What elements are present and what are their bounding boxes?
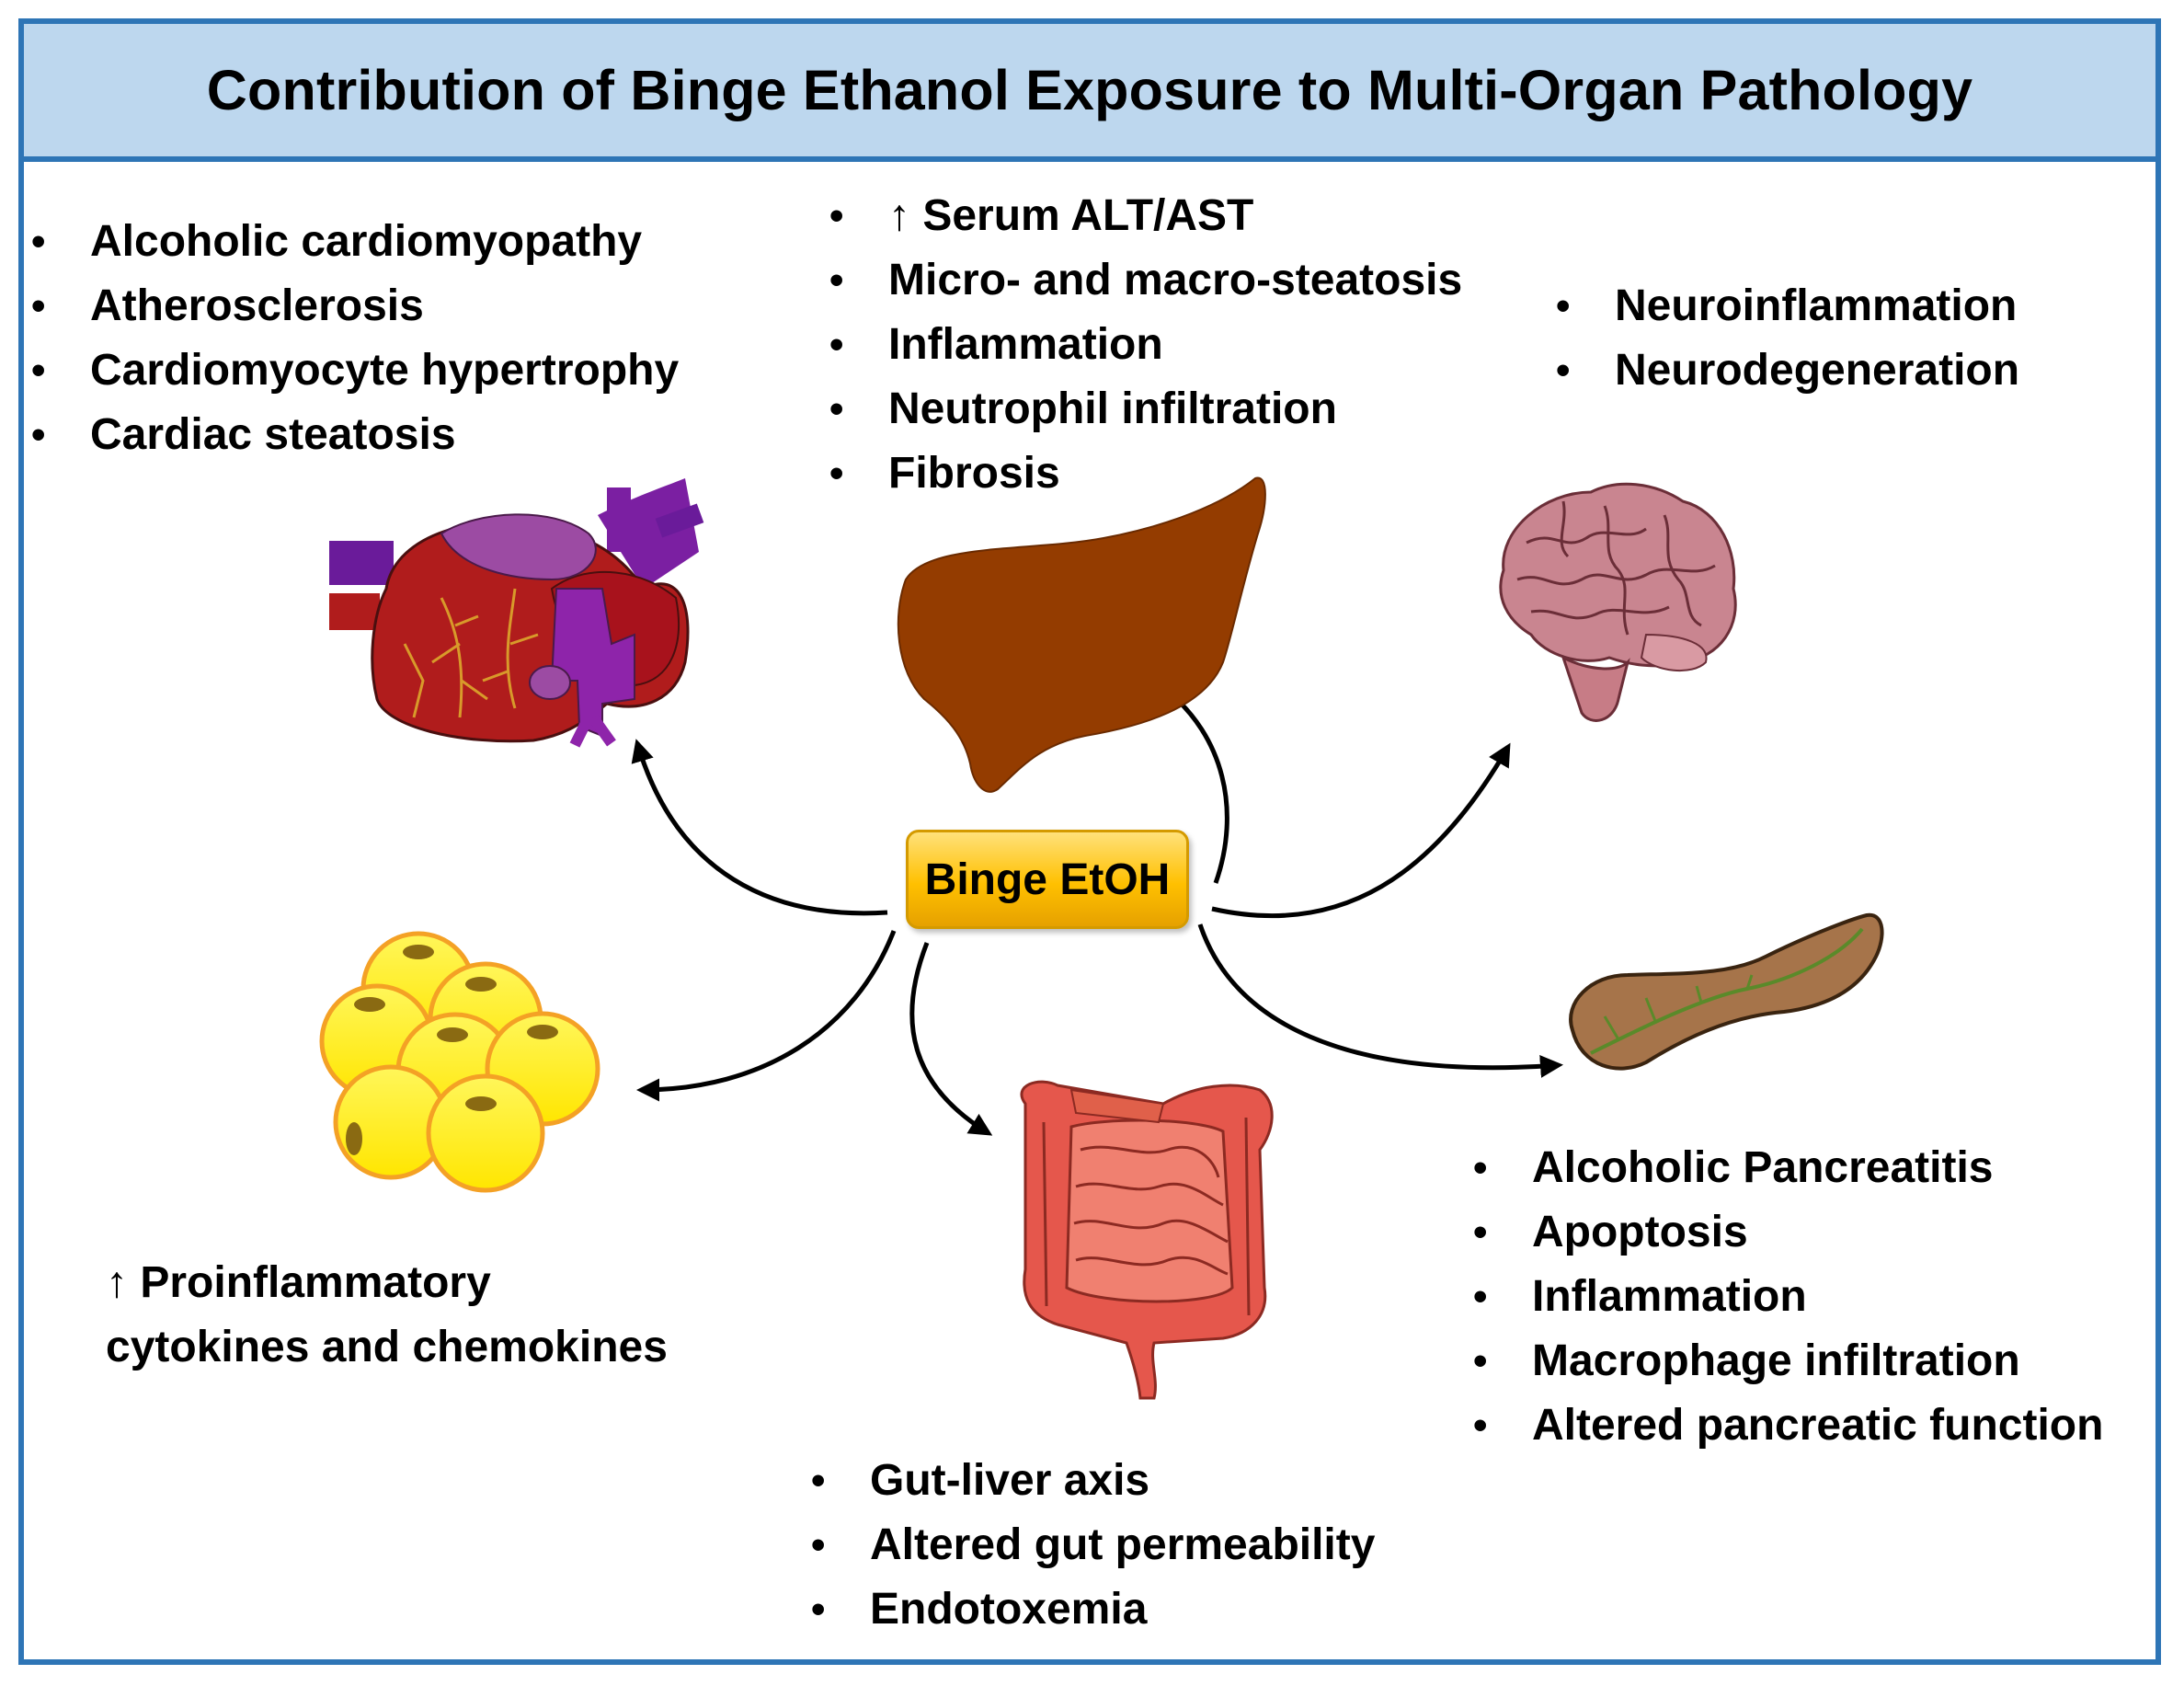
liver-effects-list: ↑ Serum ALT/AST Micro- and macro-steatos… xyxy=(828,184,1462,506)
list-item: Apoptosis xyxy=(1471,1200,2103,1265)
brain-icon xyxy=(1499,482,1737,722)
liver-icon xyxy=(897,476,1266,793)
list-item: Altered gut permeability xyxy=(809,1513,1375,1577)
heart-icon xyxy=(329,478,704,748)
list-item: Inflammation xyxy=(828,313,1462,377)
list-item: Macrophage infiltration xyxy=(1471,1329,2103,1394)
list-item: Inflammation xyxy=(1471,1265,2103,1329)
intestine-icon xyxy=(1020,1080,1274,1400)
gut-effects-list: Gut-liver axis Altered gut permeability … xyxy=(809,1449,1375,1642)
arrow-to-brain xyxy=(1211,742,1511,919)
pancreas-icon xyxy=(1569,912,1884,1071)
list-item: Fibrosis xyxy=(828,442,1462,506)
fat-cell-nuclei xyxy=(346,945,558,1155)
adipose-line-1: ↑ Proinflammatory xyxy=(106,1258,491,1307)
list-item: Cardiac steatosis xyxy=(29,403,679,467)
list-item: Endotoxemia xyxy=(809,1577,1375,1642)
pancreas-effects-list: Alcoholic Pancreatitis Apoptosis Inflamm… xyxy=(1471,1136,2103,1458)
list-item: Cardiomyocyte hypertrophy xyxy=(29,338,679,403)
list-item: Micro- and macro-steatosis xyxy=(828,248,1462,313)
list-item: Atherosclerosis xyxy=(29,274,679,338)
arrow-to-liver xyxy=(1162,686,1229,884)
binge-etoh-node: Binge EtOH xyxy=(906,830,1189,929)
title-bar: Contribution of Binge Ethanol Exposure t… xyxy=(24,24,2155,162)
arrow-to-adipose xyxy=(636,930,897,1102)
list-item: Neurodegeneration xyxy=(1554,338,2019,403)
arrow-to-gut xyxy=(909,942,993,1136)
arrow-to-pancreas xyxy=(1197,923,1563,1078)
brain-effects-list: Neuroinflammation Neurodegeneration xyxy=(1554,274,2019,403)
arrows-group xyxy=(631,686,1563,1136)
list-item: Neutrophil infiltration xyxy=(828,377,1462,442)
list-item: Alcoholic cardiomyopathy xyxy=(29,210,679,274)
fat-cells-icon xyxy=(319,931,600,1193)
list-item: Altered pancreatic function xyxy=(1471,1394,2103,1458)
arrow-to-heart xyxy=(631,739,888,916)
list-item: Gut-liver axis xyxy=(809,1449,1375,1513)
page-title: Contribution of Binge Ethanol Exposure t… xyxy=(206,59,1973,121)
list-item: ↑ Serum ALT/AST xyxy=(828,184,1462,248)
list-item: Neuroinflammation xyxy=(1554,274,2019,338)
list-item: Alcoholic Pancreatitis xyxy=(1471,1136,2103,1200)
heart-effects-list: Alcoholic cardiomyopathy Atherosclerosis… xyxy=(29,210,679,467)
center-label: Binge EtOH xyxy=(924,854,1171,904)
adipose-line-2: cytokines and chemokines xyxy=(106,1323,668,1371)
